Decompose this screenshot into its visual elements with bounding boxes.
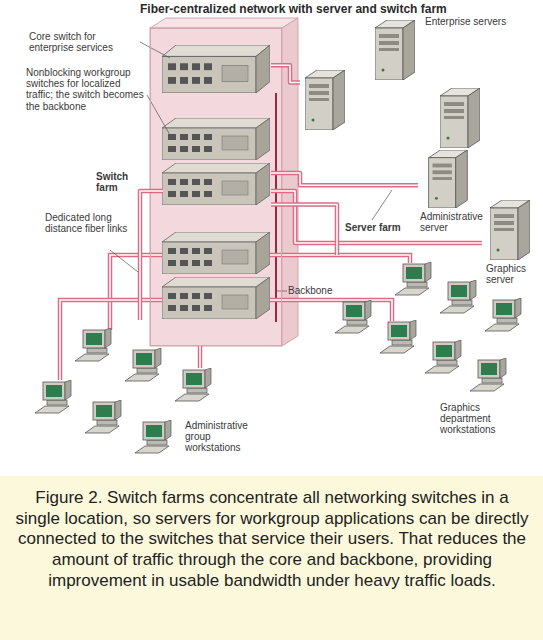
server-icon	[440, 88, 480, 148]
fiber-link	[140, 191, 163, 320]
node-label: Administrative server	[420, 211, 490, 233]
switch-unit	[162, 277, 270, 319]
fiber-link	[60, 300, 162, 380]
workstation-icon	[335, 300, 371, 333]
connector-layer	[0, 0, 543, 480]
fiber-connector	[271, 205, 337, 256]
fiber-link	[271, 191, 482, 243]
fiber-link	[110, 255, 162, 330]
server-icon	[375, 20, 415, 80]
switch-unit	[162, 232, 270, 274]
workstation-icon	[380, 320, 416, 353]
fiber-connector	[140, 191, 163, 320]
node-label: Nonblocking workgroup switches for local…	[26, 67, 148, 112]
fiber-link	[270, 300, 392, 321]
switch-unit	[162, 163, 270, 205]
fiber-connector	[271, 65, 300, 82]
workstation-icon	[470, 358, 506, 391]
workstation-icon	[75, 328, 111, 361]
workstation-icon	[425, 340, 461, 373]
fiber-link	[271, 65, 300, 82]
leader-line	[140, 42, 170, 58]
leader-lines	[110, 42, 392, 291]
figure-caption: Figure 2. Switch farms concentrate all n…	[14, 488, 530, 592]
fiber-link	[271, 173, 418, 185]
callout-label: Backbone	[288, 285, 348, 296]
fiber-link	[198, 346, 203, 368]
leader-line	[277, 291, 287, 292]
callout-label: Server farm	[345, 222, 415, 233]
node-label: Graphics department workstations	[440, 402, 530, 436]
workstation-group: Administrative group workstations	[20, 320, 260, 470]
workstation-icon	[175, 368, 211, 401]
switch-farm-rack: Switch farmCore switch for enterprise se…	[150, 28, 282, 346]
switch-unit	[162, 118, 270, 160]
fiber-link	[271, 65, 300, 82]
node-label: Administrative group workstations	[185, 420, 257, 454]
server-icon	[490, 200, 530, 260]
rack-top	[150, 18, 298, 28]
server-group: Administrative server	[418, 150, 480, 238]
workstation-icon	[395, 262, 431, 295]
fiber-links	[60, 255, 410, 380]
workstation-icon	[125, 348, 161, 381]
fiber-link	[271, 173, 418, 185]
fiber-link	[140, 191, 163, 320]
workstation-group: Graphics department workstations	[315, 255, 535, 455]
node-label: Enterprise servers	[425, 16, 507, 27]
fiber-connector	[271, 173, 418, 185]
workstation-icon	[440, 280, 476, 313]
server-group: Graphics server	[482, 198, 538, 288]
node-label: Core switch for enterprise services	[29, 31, 141, 53]
leader-line	[110, 250, 138, 272]
workstation-icon	[35, 380, 71, 413]
callout-label: Dedicated long distance fiber links	[45, 212, 131, 234]
fiber-connector	[271, 191, 482, 243]
fiber-link	[270, 300, 392, 321]
workgroup-switch: Nonblocking workgroup switches for local…	[163, 119, 271, 209]
backbone-line	[275, 93, 277, 322]
rack-front	[150, 28, 282, 346]
switch-rack	[150, 18, 298, 346]
server-icon	[305, 70, 345, 130]
fiber-link	[270, 255, 410, 263]
fiber-link	[271, 191, 482, 243]
core-switch: Core switch for enterprise services	[163, 46, 271, 94]
fiber-link	[270, 255, 410, 263]
workstation-icon	[85, 400, 121, 433]
node-label: Graphics server	[486, 263, 540, 285]
fiber-link	[271, 205, 337, 256]
leader-line	[372, 190, 392, 220]
enterprise-servers	[305, 20, 480, 148]
switch-unit	[162, 45, 270, 93]
admin-workstations	[35, 328, 211, 453]
rack-side	[282, 18, 298, 346]
diagram-title: Fiber-centralized network with server an…	[140, 2, 447, 16]
node-label: Switch farm	[96, 171, 152, 193]
workstation-icon	[485, 298, 521, 331]
fiber-link	[110, 255, 162, 330]
server-icon	[429, 150, 468, 208]
fiber-link	[60, 300, 162, 380]
fiber-link	[199, 346, 201, 368]
server-group: Enterprise servers	[300, 15, 515, 150]
workstation-icon	[135, 420, 171, 453]
fiber-link	[271, 205, 337, 256]
